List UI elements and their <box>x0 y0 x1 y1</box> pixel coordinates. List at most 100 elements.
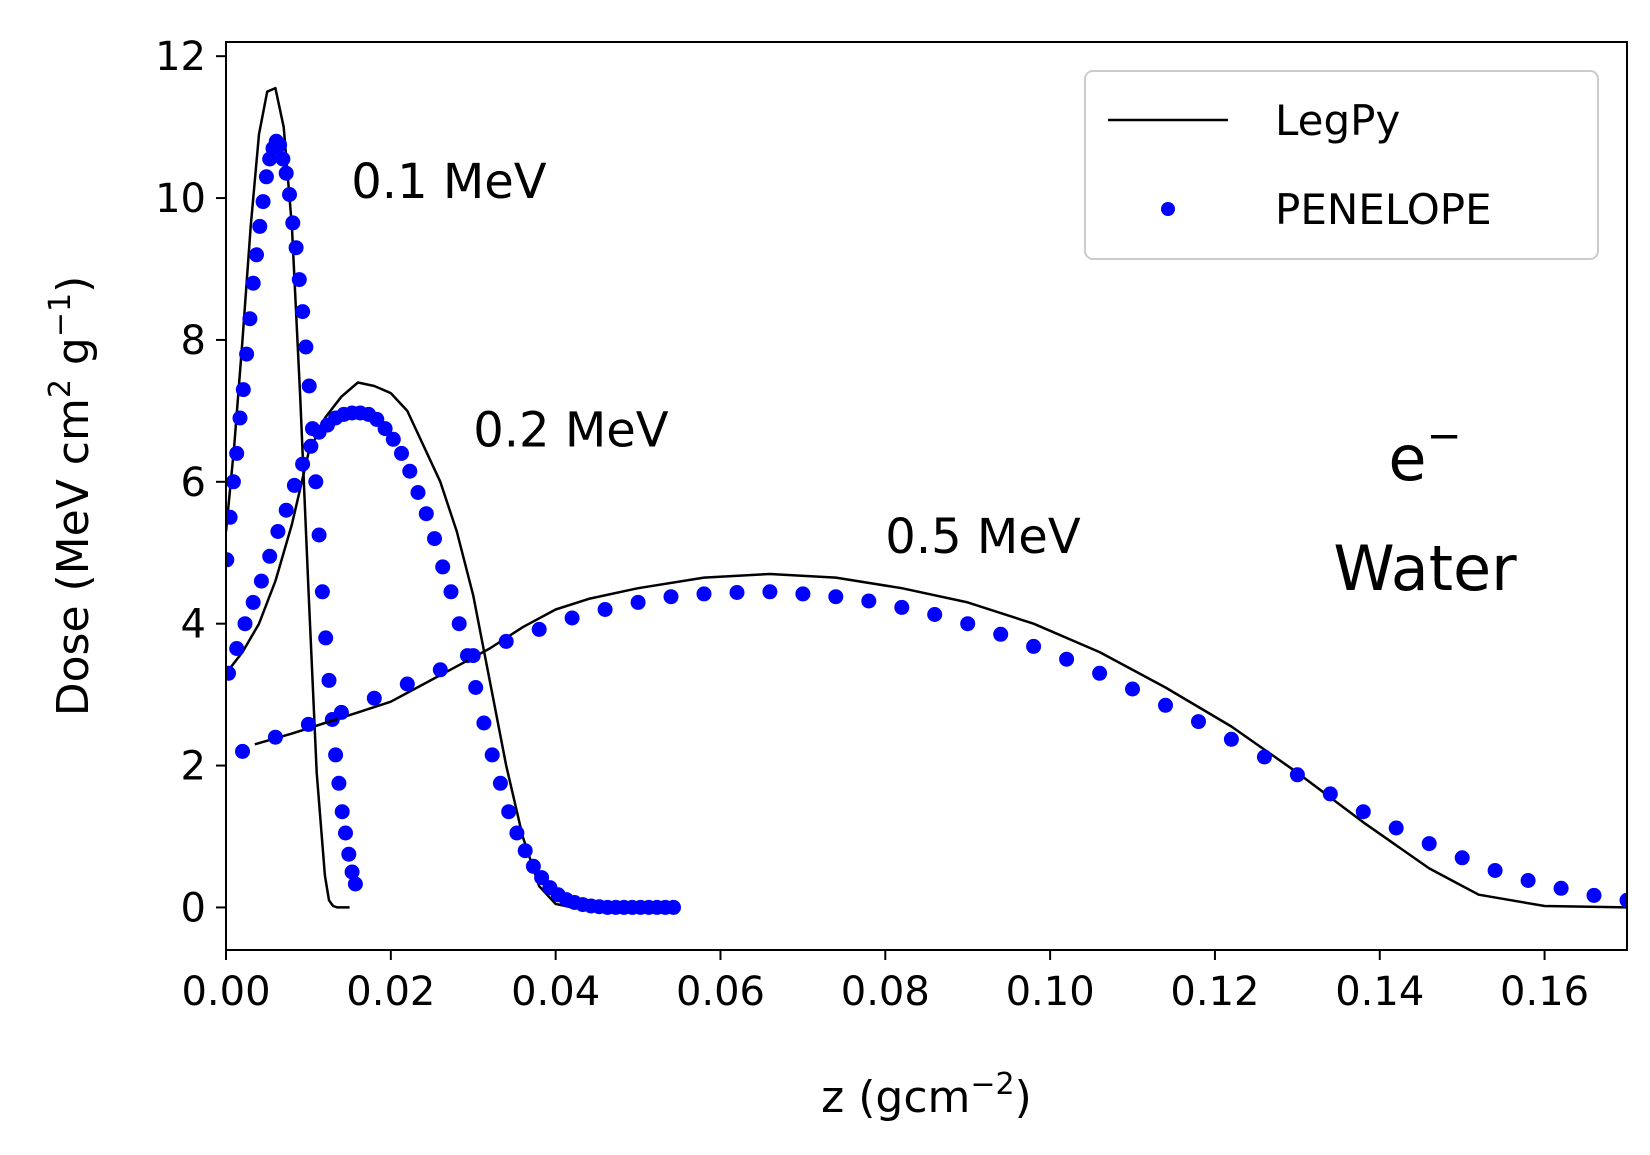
x-tick-label: 0.02 <box>346 969 435 1015</box>
penelope-point <box>1125 681 1140 697</box>
penelope-point <box>298 339 314 355</box>
penelope-point <box>245 594 261 610</box>
penelope-point <box>328 747 344 763</box>
penelope-point <box>1454 850 1470 866</box>
x-tick-label: 0.14 <box>1335 969 1424 1015</box>
penelope-point <box>1256 749 1272 765</box>
x-tick-label: 0.04 <box>511 969 600 1015</box>
y-tick-label: 0 <box>181 885 206 931</box>
penelope-point <box>1586 887 1602 903</box>
penelope-point <box>443 584 459 600</box>
y-tick-label: 6 <box>181 460 206 506</box>
penelope-point <box>1322 786 1338 802</box>
penelope-point <box>762 584 778 600</box>
penelope-point <box>267 729 283 745</box>
penelope-point <box>334 804 350 820</box>
energy-annotation: 0.5 MeV <box>885 509 1081 565</box>
penelope-point <box>795 586 811 602</box>
penelope-point <box>229 641 245 656</box>
penelope-point <box>278 165 294 181</box>
penelope-point <box>663 589 679 605</box>
penelope-point <box>226 474 241 490</box>
penelope-point <box>295 456 311 472</box>
penelope-point <box>235 743 250 759</box>
penelope-point <box>232 410 248 426</box>
x-tick-label: 0.16 <box>1500 969 1589 1015</box>
legend-box <box>1084 70 1599 260</box>
penelope-point <box>262 548 278 564</box>
penelope-points-0-2-mev <box>226 405 681 915</box>
penelope-point <box>666 899 681 915</box>
penelope-point <box>1223 731 1239 747</box>
penelope-point <box>465 648 481 664</box>
penelope-point <box>960 616 976 632</box>
y-tick-label: 10 <box>155 176 206 222</box>
penelope-point <box>564 610 580 626</box>
penelope-point <box>630 594 646 610</box>
penelope-point <box>432 662 448 678</box>
penelope-point <box>531 621 547 637</box>
penelope-point <box>300 716 316 732</box>
penelope-point <box>341 846 357 862</box>
legend-dot-swatch <box>1161 202 1175 216</box>
penelope-point <box>278 502 294 518</box>
penelope-point <box>696 586 712 602</box>
penelope-point <box>525 858 541 874</box>
penelope-point <box>242 311 258 327</box>
penelope-point <box>321 672 337 688</box>
penelope-point <box>597 602 613 617</box>
penelope-point <box>253 573 269 589</box>
energy-annotation: 0.1 MeV <box>351 154 547 210</box>
penelope-point <box>1158 697 1173 713</box>
axes-frame <box>225 41 1628 951</box>
penelope-point <box>385 431 401 447</box>
penelope-point <box>484 747 500 763</box>
penelope-point <box>226 665 236 681</box>
penelope-point <box>468 680 484 695</box>
material-label: Water <box>1333 532 1517 605</box>
penelope-point <box>226 552 235 568</box>
penelope-point <box>255 194 271 210</box>
penelope-point <box>729 585 745 600</box>
penelope-point <box>534 870 550 886</box>
x-tick-label: 0.12 <box>1170 969 1259 1015</box>
penelope-point <box>347 876 363 892</box>
penelope-point <box>301 378 317 394</box>
penelope-point <box>258 169 274 185</box>
penelope-point <box>245 275 261 291</box>
penelope-point <box>344 864 360 880</box>
penelope-point <box>1092 665 1108 681</box>
penelope-point <box>402 463 418 479</box>
penelope-point <box>285 215 301 231</box>
y-tick-label: 8 <box>181 318 206 364</box>
penelope-point <box>252 218 268 234</box>
penelope-point <box>498 633 514 649</box>
energy-annotation: 0.2 MeV <box>473 402 669 458</box>
x-axis-label: z (gcm−2) <box>821 1067 1032 1123</box>
x-tick-label: 0.06 <box>676 969 765 1015</box>
penelope-point <box>235 382 251 398</box>
x-tick-label: 0.00 <box>181 969 270 1015</box>
y-tick-label: 4 <box>181 602 206 648</box>
penelope-point <box>237 616 253 632</box>
penelope-point <box>288 240 304 256</box>
x-tick-label: 0.10 <box>1006 969 1095 1015</box>
legend-label-legpy: LegPy <box>1275 96 1400 145</box>
penelope-point <box>1289 767 1305 783</box>
legpy-line-0-5-mev <box>254 572 1627 909</box>
penelope-point <box>331 775 347 791</box>
penelope-point <box>501 804 517 820</box>
legpy-line-0-1-mev <box>226 86 350 909</box>
y-axis-label: Dose (MeV cm2 g−1) <box>43 276 99 717</box>
penelope-point <box>435 559 451 575</box>
legend: LegPy PENELOPE <box>1084 70 1599 260</box>
penelope-point <box>249 247 264 263</box>
penelope-point <box>272 137 288 153</box>
penelope-point <box>1059 651 1075 667</box>
penelope-point <box>333 704 349 720</box>
penelope-point <box>476 715 492 731</box>
penelope-point <box>1619 892 1627 908</box>
penelope-point <box>517 843 533 859</box>
